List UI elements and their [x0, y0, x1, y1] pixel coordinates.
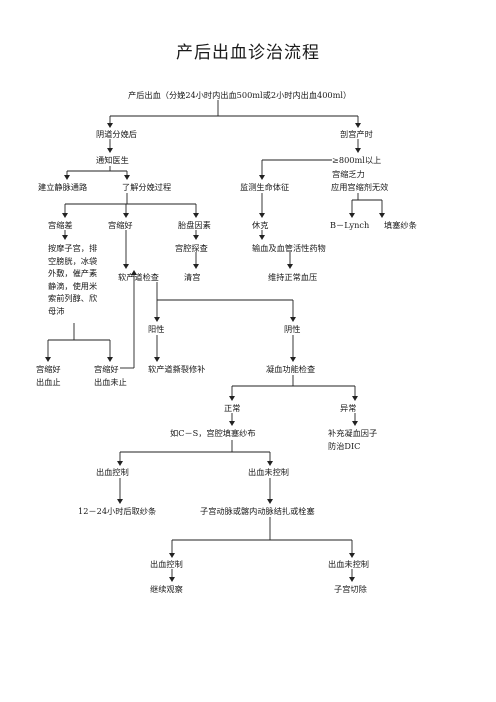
node-notify-doctor: 通知医生 — [96, 155, 129, 165]
node-normal: 正常 — [224, 403, 241, 413]
node-artery-ligation: 子宫动脉或髂内动脉结扎或栓塞 — [200, 506, 315, 516]
node-continue-observation: 继续观察 — [150, 584, 183, 594]
node-uterine-exploration: 宫腔探查 — [175, 243, 208, 253]
node-good-stop-2: 出血止 — [36, 377, 61, 387]
node-cs-uterine-packing: 如C－S，宫腔填塞纱布 — [170, 428, 256, 438]
page-title: 产后出血诊治流程 — [176, 43, 320, 63]
node-bleeding-uncontrolled-2: 出血未控制 — [328, 559, 369, 569]
node-clotting-factors: 补充凝血因子 — [328, 428, 378, 438]
node-hysterectomy: 子宫切除 — [334, 584, 367, 594]
node-prevent-dic: 防治DIC — [328, 441, 361, 451]
node-gauze-packing: 填塞纱条 — [384, 220, 417, 230]
node-laceration-repair: 软产道撕裂修补 — [148, 364, 206, 374]
node-good-contraction: 宫缩好 — [108, 220, 133, 230]
node-bleeding-uncontrolled: 出血未控制 — [248, 467, 289, 477]
node-maintain-bp: 维持正常血压 — [268, 272, 318, 282]
node-monitor-vitals: 监测生命体征 — [240, 182, 290, 192]
node-uterine-atony: 宫缩乏力 — [332, 169, 365, 179]
node-postpartum-hemorrhage: 产后出血（分娩24小时内出血500ml或2小时内出血400ml） — [128, 90, 352, 100]
node-vaginal-delivery: 阴道分娩后 — [96, 129, 137, 139]
node-bleeding-controlled: 出血控制 — [96, 467, 129, 477]
node-remove-gauze: 12－24小时后取纱条 — [78, 506, 157, 516]
node-negative: 阴性 — [284, 324, 301, 334]
node-cesarean: 剖宫产时 — [340, 129, 373, 139]
node-delivery-process: 了解分娩过程 — [122, 182, 172, 192]
node-b-lynch: B－Lynch — [330, 220, 370, 230]
node-placental-factor: 胎盘因素 — [178, 220, 211, 230]
node-curettage: 清宫 — [184, 272, 201, 282]
node-positive: 阳性 — [148, 324, 165, 334]
node-transfusion: 输血及血管活性药物 — [252, 243, 326, 253]
node-bleeding-controlled-2: 出血控制 — [150, 559, 183, 569]
node-good-stop-1: 宫缩好 — [36, 364, 61, 374]
node-poor-contraction: 宫缩差 — [48, 220, 73, 230]
node-birth-canal-check: 软产道检查 — [118, 272, 159, 282]
node-iv-access: 建立静脉通路 — [38, 182, 88, 192]
node-shock: 休克 — [252, 220, 269, 230]
node-good-continue-2: 出血未止 — [94, 377, 127, 387]
node-good-continue-1: 宫缩好 — [94, 364, 119, 374]
node-coagulation-test: 凝血功能检查 — [266, 364, 316, 374]
node-massage-measures: 按摩子宫，排空膀胱，冰袋外敷，催产素静滴，使用米索前列醇、欣母沛 — [48, 243, 98, 316]
node-uterotonic-failed: 应用宫缩剂无效 — [331, 182, 389, 192]
node-abnormal: 异常 — [340, 403, 357, 413]
node-over-800ml: ≥800ml以上 — [332, 155, 382, 165]
